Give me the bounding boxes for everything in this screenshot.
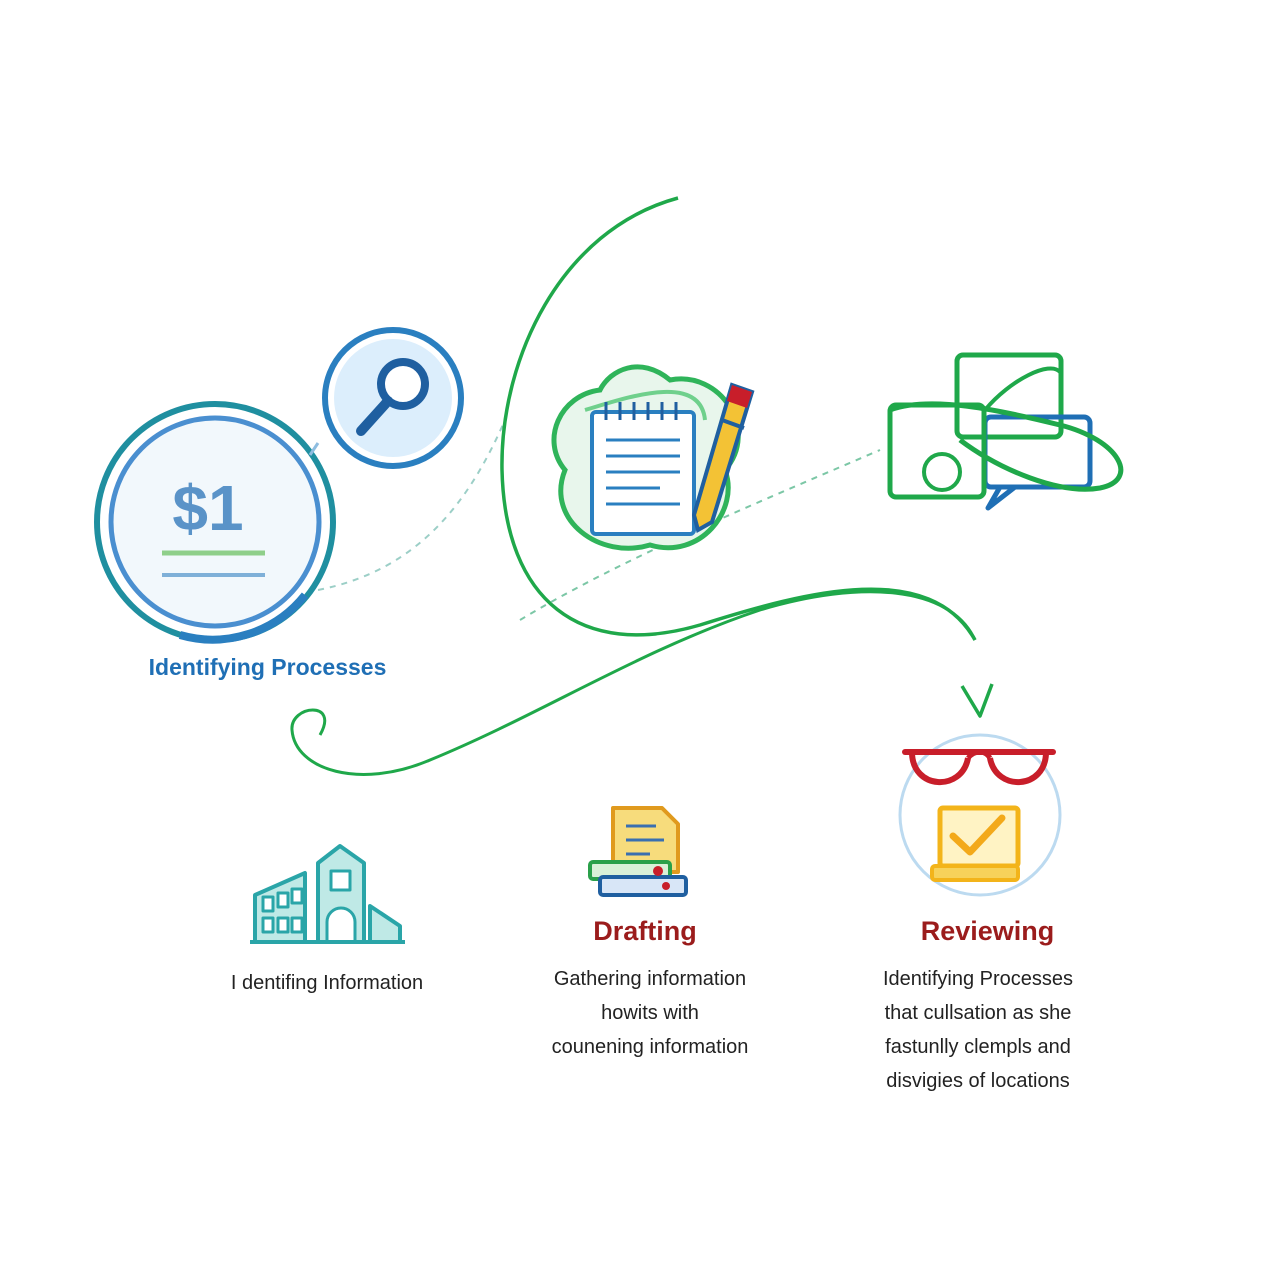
money-circle-icon: $1 [94, 401, 336, 644]
connector-arrowhead [960, 683, 994, 718]
document-books-icon [588, 806, 688, 897]
identifying-information-label: I dentifing Information [230, 972, 424, 994]
drafting-desc-line: counening information [551, 1036, 749, 1058]
connector-dashed-1 [317, 419, 506, 591]
connector-green-long-arc [500, 196, 977, 641]
drafting-desc-line: Gathering information [553, 968, 747, 990]
reviewing-desc-line: fastunlly clempls and [885, 1036, 1071, 1058]
notepad-pen-icon [551, 364, 755, 551]
money-symbol-text: $1 [172, 472, 243, 544]
reviewing-desc-line: Identifying Processes [882, 968, 1074, 990]
drafting-desc-line: howits with [601, 1002, 699, 1024]
drafting-description: Gathering information howits with counen… [520, 962, 780, 1064]
building-icon [250, 844, 405, 944]
reviewing-desc-line: that cullsation as she [884, 1002, 1072, 1024]
connector-loop-swoosh [290, 590, 977, 776]
drafting-title: Drafting [593, 916, 697, 946]
reviewing-desc-line: disvigies of locations [886, 1070, 1070, 1092]
glasses-checkmark-icon [898, 733, 1062, 897]
reviewing-title: Reviewing [920, 916, 1055, 946]
reviewing-description: Identifying Processes that cullsation as… [860, 962, 1096, 1098]
documents-chat-icon [887, 352, 1124, 511]
magnifier-icon [308, 327, 464, 469]
identifying-processes-title: Identifying Processes [148, 654, 387, 680]
